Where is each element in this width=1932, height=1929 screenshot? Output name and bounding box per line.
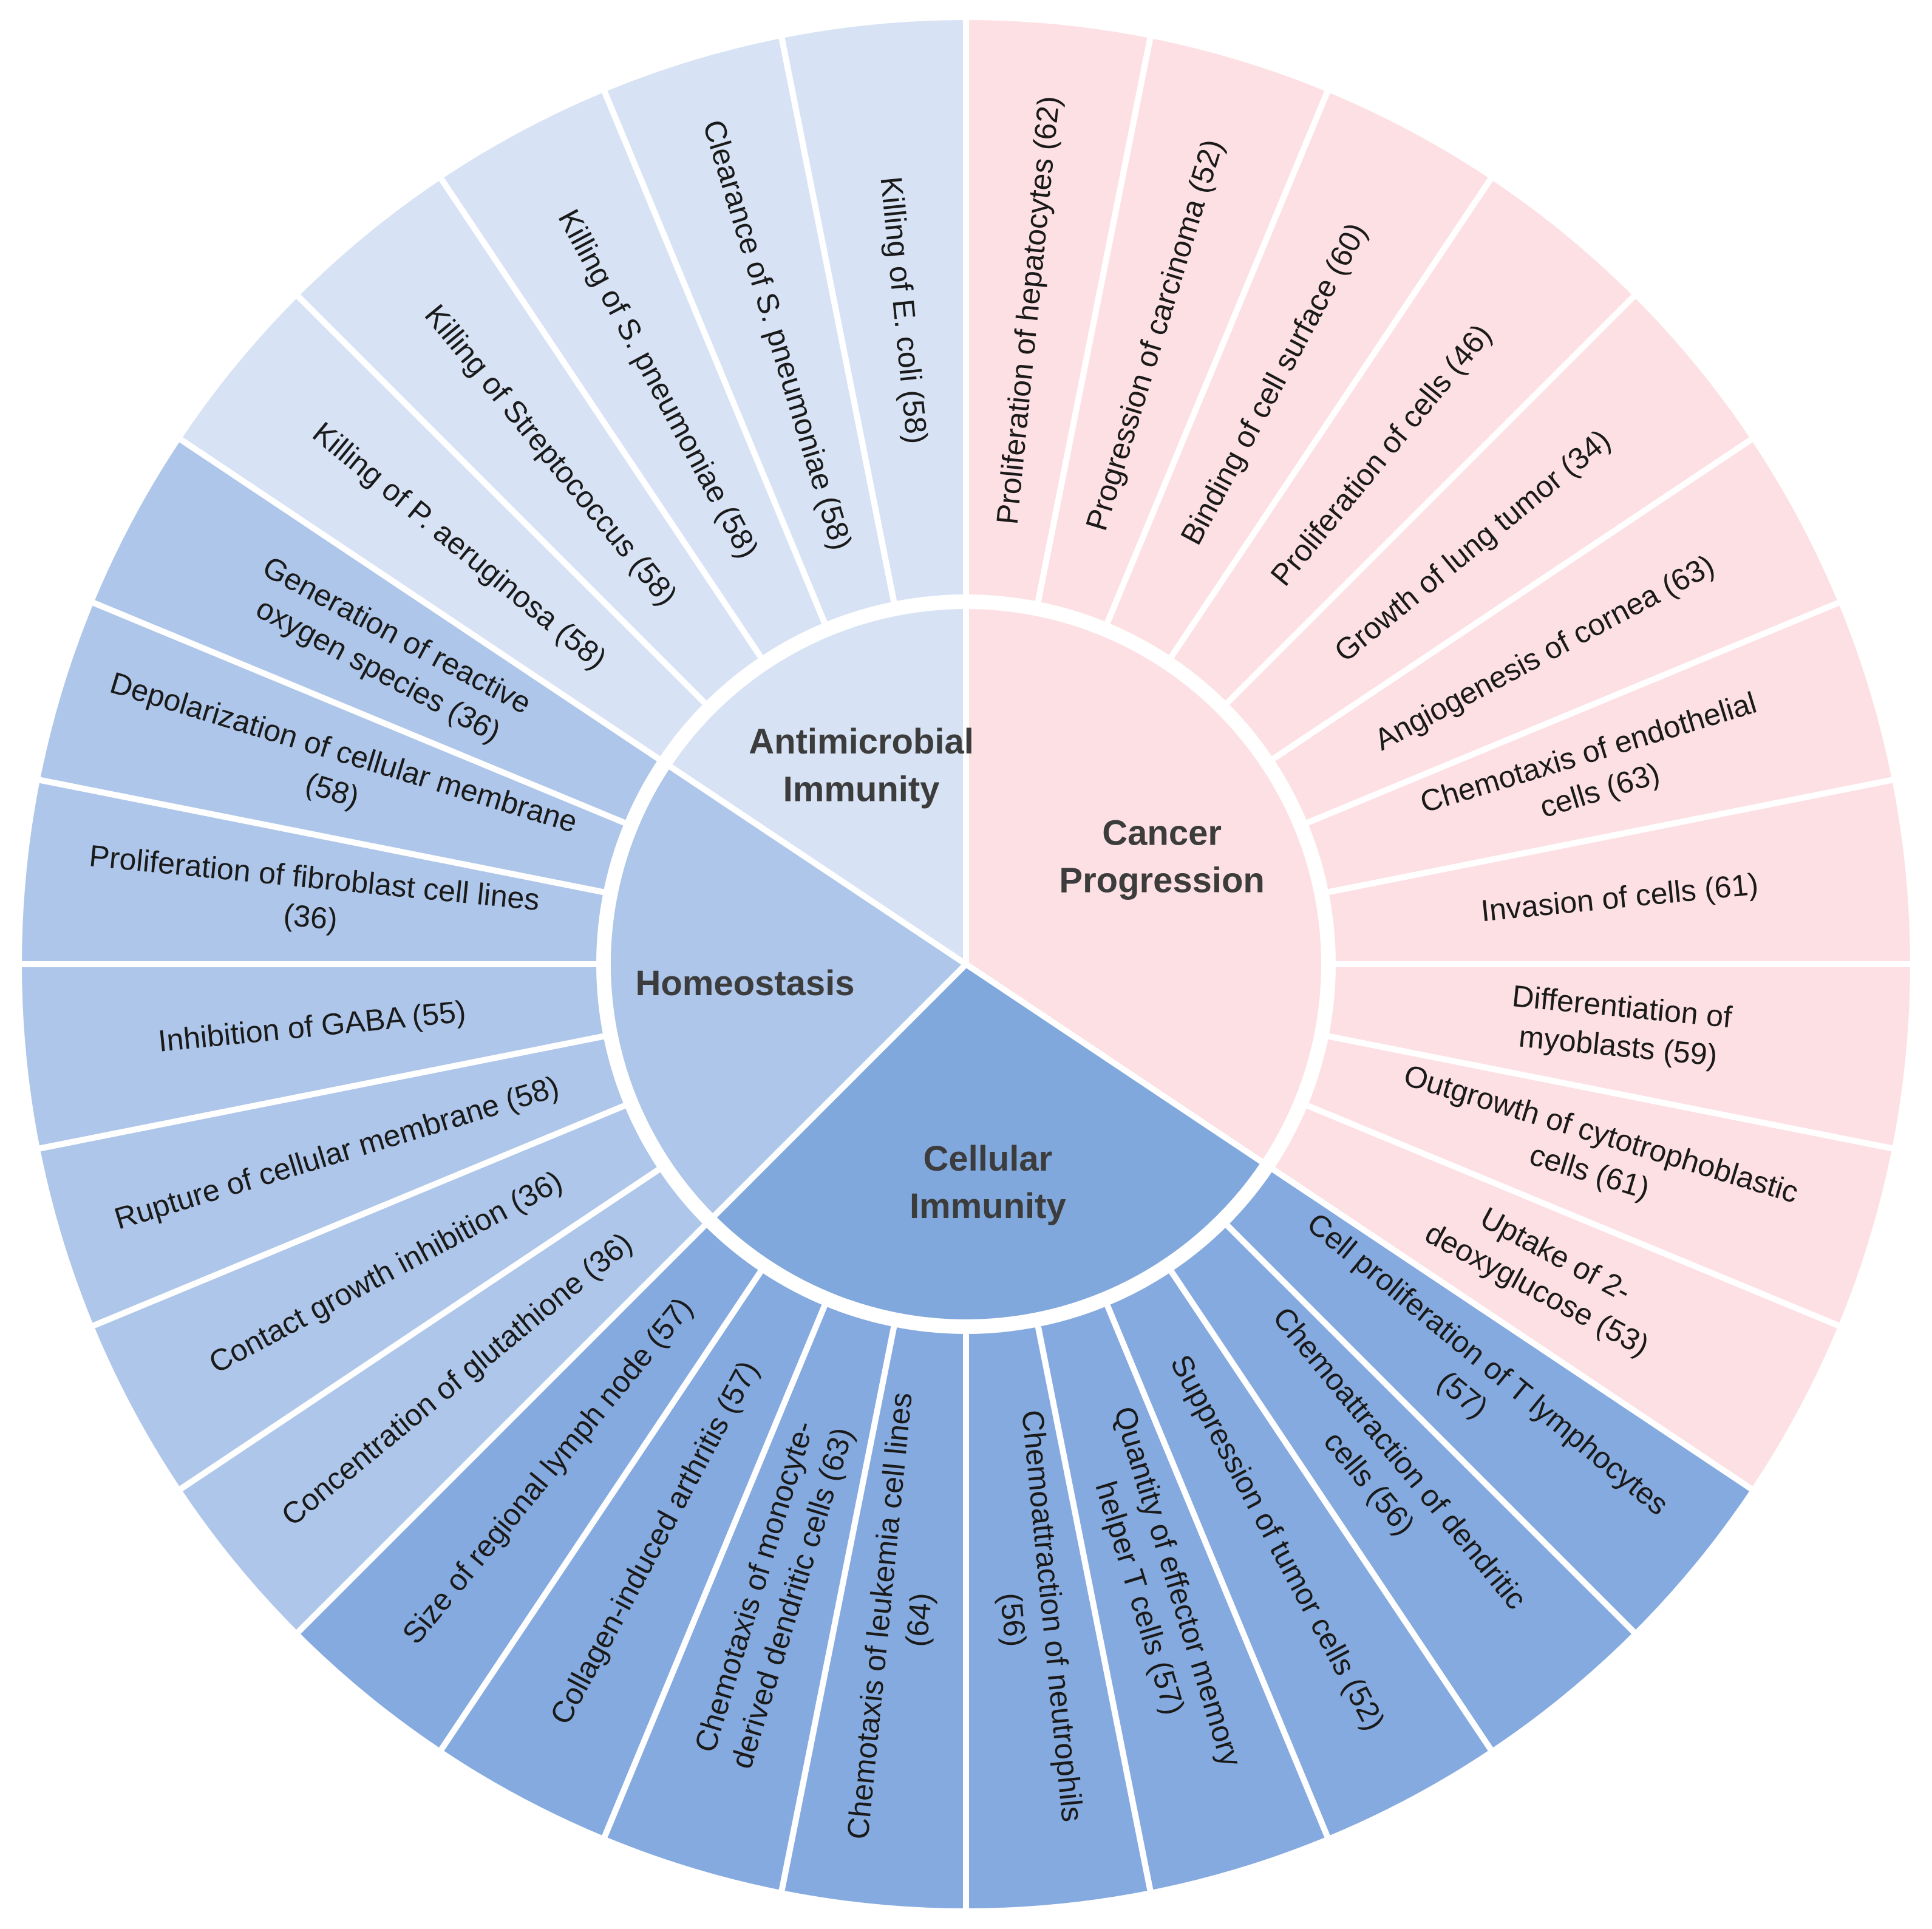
category-wedge [664,602,969,970]
category-label-line: Cancer [1102,814,1222,853]
category-label-line: Immunity [910,1187,1066,1226]
item-label-line: (64) [899,1591,938,1648]
ring-separator [599,597,1333,1331]
category-label-line: Immunity [783,770,940,809]
category-wedge [708,960,1268,1325]
category-label: Homeostasis [635,964,854,1003]
category-label-line: Homeostasis [635,964,854,1003]
category-wedge [605,761,971,1222]
category-ring [605,602,1327,1325]
category-label-line: Progression [1059,861,1264,900]
item-label-line: (36) [282,897,339,936]
item-ring [15,13,1917,1915]
category-label-line: Antimicrobial [749,723,974,762]
category-label-line: Cellular [923,1139,1052,1179]
item-label-line: (56) [993,1591,1032,1648]
